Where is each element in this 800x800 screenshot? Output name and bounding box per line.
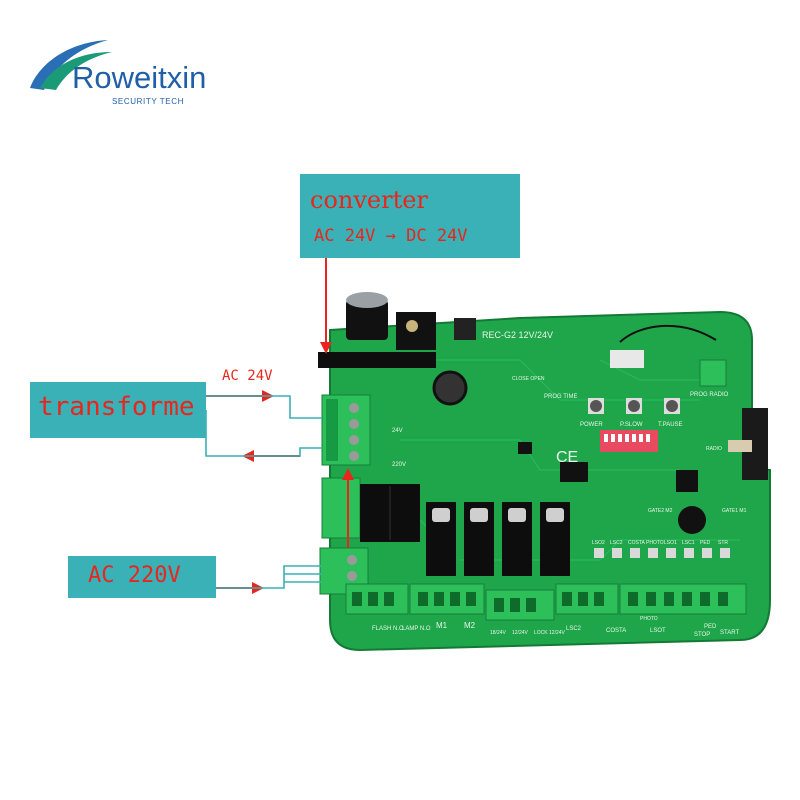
- led-label-5: LSC1: [682, 540, 695, 546]
- led-label-0: LSO2: [592, 540, 605, 546]
- led-label-7: STR: [718, 540, 728, 546]
- flash-label: FLASH N.O: [372, 626, 404, 632]
- m2-label: M2: [464, 621, 476, 630]
- v1224-label: 12/24V: [512, 630, 529, 636]
- status-leds: [594, 548, 730, 558]
- led-label-3: PHOTO: [646, 540, 664, 546]
- logo-swoosh-icon: [30, 40, 112, 90]
- close-open-label: CLOSE OPEN: [512, 376, 545, 382]
- start-label: START: [720, 630, 739, 636]
- voltage-220-label: 220V: [392, 462, 406, 468]
- led-label-4: LSO1: [664, 540, 677, 546]
- converter-detail: AC 24V → DC 24V: [314, 226, 468, 246]
- lamp-label: LAMP N.O: [402, 626, 431, 632]
- ac24-label: AC 24V: [222, 368, 273, 384]
- lock-label: LOCK 12/24V: [534, 630, 566, 636]
- capacitor: [346, 292, 388, 340]
- ped-label: PED: [704, 624, 717, 630]
- board-model-label: REC-G2 12V/24V: [482, 330, 553, 340]
- photo-label: PHOTO: [640, 616, 658, 622]
- gate1-label: GATE1 M1: [722, 508, 747, 514]
- stop-label: STOP: [694, 632, 710, 638]
- brand-name: Roweitxin: [72, 60, 207, 95]
- lsot-label: LSOT: [650, 628, 666, 634]
- costa-label: COSTA: [606, 628, 626, 634]
- transformer-label: transforme: [38, 392, 195, 422]
- gate2-label: GATE2 M2: [648, 508, 673, 514]
- ce-mark: CE: [556, 449, 578, 466]
- led-label-1: LSC2: [610, 540, 623, 546]
- brand-tagline: SECURITY TECH: [112, 97, 184, 106]
- prog-time-label: PROG TIME: [544, 394, 578, 400]
- leader-lines: [205, 395, 322, 589]
- inductor-coil: [432, 370, 468, 406]
- p-slow-label: P.SLOW: [620, 422, 643, 428]
- led-label-6: PED: [700, 540, 711, 546]
- transformer-terminal-block: [321, 394, 371, 466]
- t-pause-label: T.PAUSE: [658, 422, 683, 428]
- buzzer: [678, 506, 706, 534]
- converter-module: [318, 312, 436, 368]
- converter-callout: [300, 174, 520, 258]
- potentiometers: [588, 398, 680, 414]
- led-label-2: COSTA: [628, 540, 646, 546]
- m1-label: M1: [436, 621, 448, 630]
- power-label: POWER: [580, 422, 603, 428]
- voltage-24-label: 24V: [392, 428, 403, 434]
- ac220-label: AC 220V: [88, 563, 181, 588]
- prog-radio-label: PROG RADIO: [690, 392, 729, 398]
- transformer-callout: [30, 382, 206, 438]
- v1824-label: 18/24V: [490, 630, 507, 636]
- radio-label: RADIO: [706, 446, 722, 452]
- converter-title: converter: [310, 186, 428, 214]
- ac220-callout: [68, 556, 216, 598]
- lsc2-label: LSC2: [566, 626, 582, 632]
